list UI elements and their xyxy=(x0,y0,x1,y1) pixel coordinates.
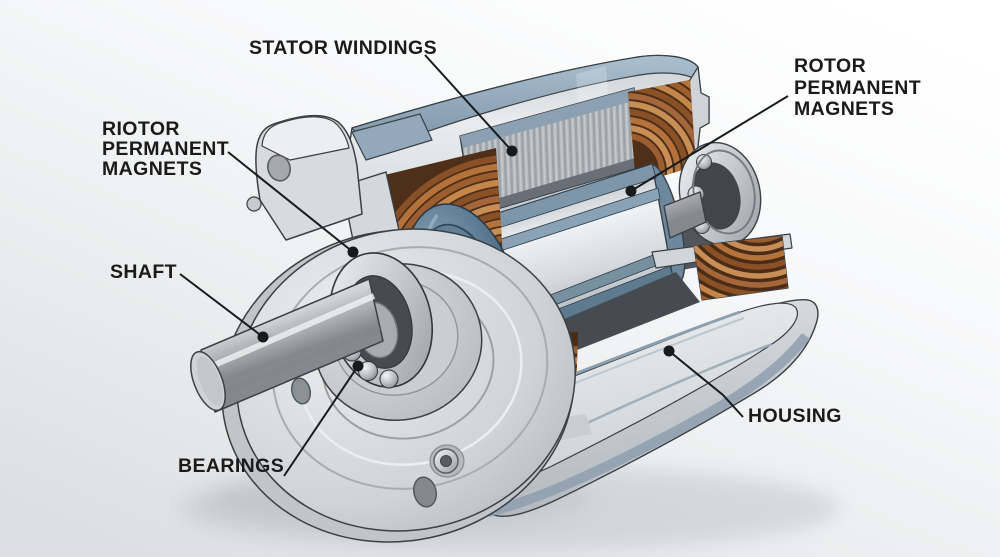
label-line: ROTOR xyxy=(794,55,867,77)
label-line: PERMANENT xyxy=(794,76,922,99)
label-rotor-magnets-left: RIOTOR PERMANENT MAGNETS xyxy=(102,119,229,179)
leader-rotor-magnets-right xyxy=(630,95,789,192)
label-line: RIOTOR xyxy=(102,118,180,140)
label-bearings: BEARINGS xyxy=(178,455,285,477)
label-housing: HOUSING xyxy=(748,405,842,427)
leader-dot-shaft xyxy=(257,331,269,343)
shaft xyxy=(190,278,384,413)
leader-rotor-magnets-left xyxy=(227,151,354,253)
leader-dot-rotor-magnets-left xyxy=(347,246,359,258)
flange-side-screw xyxy=(246,196,262,212)
leader-dot-stator-windings xyxy=(506,145,518,157)
leader-lines xyxy=(179,54,789,477)
leader-dot-rotor-magnets-right xyxy=(625,185,637,197)
label-stator-windings: STATOR WINDINGS xyxy=(249,37,437,59)
leader-dot-housing xyxy=(663,345,675,357)
label-line: PERMANENT xyxy=(102,138,230,160)
label-line: MAGNETS xyxy=(102,158,203,180)
flange-hole xyxy=(291,377,311,405)
mounting-hole xyxy=(266,154,292,182)
label-shaft: SHAFT xyxy=(110,261,177,283)
label-rotor-magnets-right: ROTOR PERMANENT MAGNETS xyxy=(794,55,922,121)
bearing-ball xyxy=(379,369,399,389)
mounting-ear xyxy=(255,115,363,241)
leader-dot-bearings xyxy=(352,360,364,372)
leader-shaft xyxy=(179,273,264,338)
leader-bearings xyxy=(283,365,359,477)
label-line: MAGNETS xyxy=(794,98,895,120)
rotor-shaft-stub xyxy=(663,191,707,239)
leader-stator-windings xyxy=(424,54,513,152)
leader-housing xyxy=(668,350,744,418)
flange-hole xyxy=(413,476,437,508)
bearing-ball xyxy=(696,154,712,170)
flange-screw xyxy=(429,444,465,478)
